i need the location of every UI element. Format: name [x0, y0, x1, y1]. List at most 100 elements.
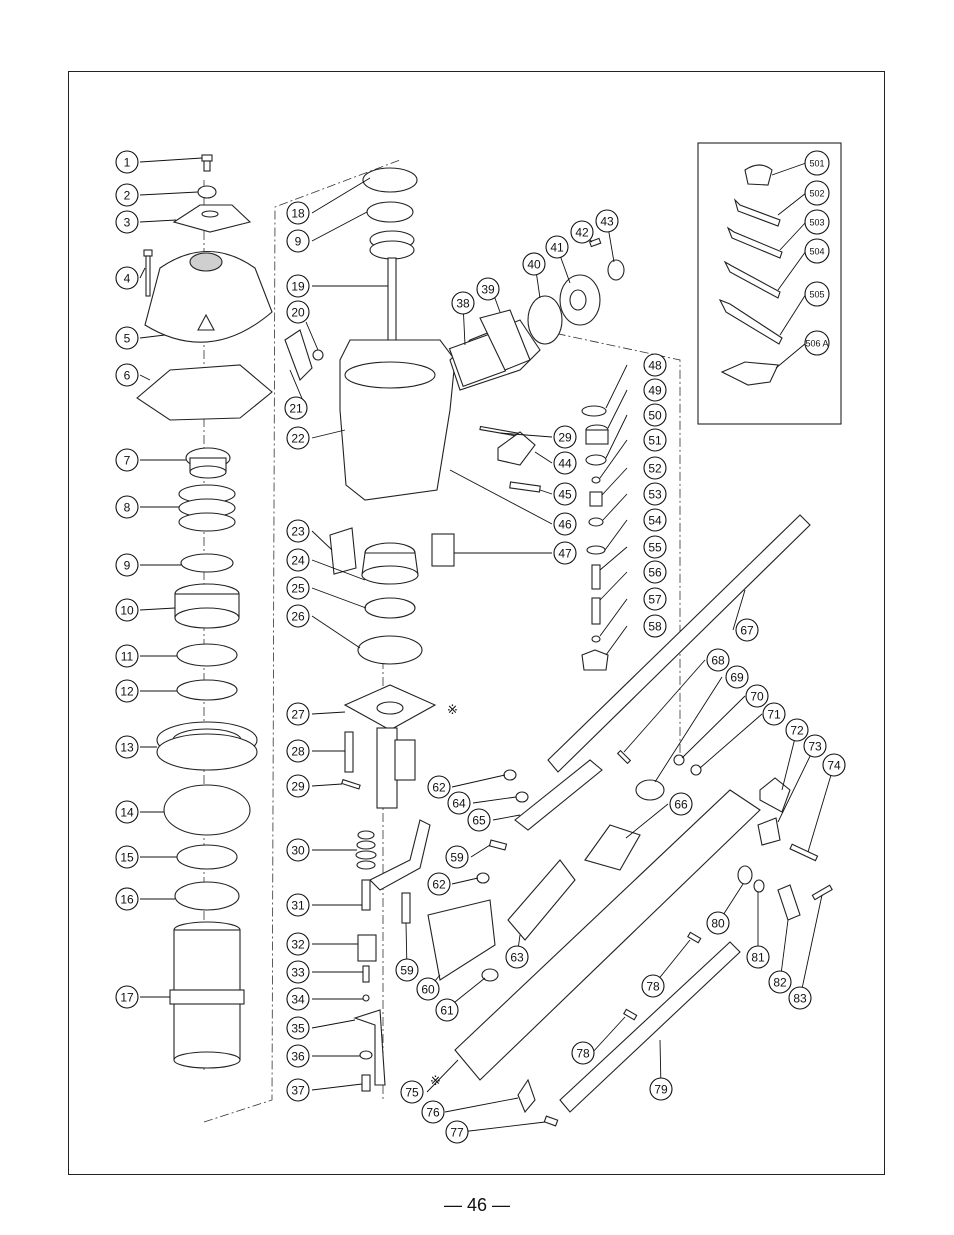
part-19-piston-driver	[369, 230, 415, 364]
callout-label: 11	[121, 650, 134, 664]
part-32-adjuster	[357, 934, 377, 962]
callout-label: 504	[809, 247, 824, 257]
assembly-line-left	[203, 159, 401, 1123]
callout-12: 12	[115, 679, 139, 703]
callout-19: 19	[286, 274, 310, 298]
part-11-o-ring	[176, 643, 238, 667]
callout-46: 46	[553, 512, 577, 536]
callout-label: 16	[120, 893, 134, 907]
callout-24: 24	[286, 548, 310, 572]
callout-36: 36	[286, 1044, 310, 1068]
assembly-line-right	[539, 329, 681, 760]
callout-503: 503	[804, 209, 830, 235]
part-24-bumper	[361, 542, 419, 585]
part-71-nut	[690, 764, 702, 776]
callout-label: 72	[790, 724, 804, 738]
callout-label: 30	[291, 844, 305, 858]
part-82-latch	[777, 884, 801, 921]
part-27-nose	[343, 684, 437, 809]
callout-label: 13	[120, 741, 134, 755]
part-4-bolt	[143, 249, 153, 297]
callout-40: 40	[522, 252, 546, 276]
part-34-ball	[362, 994, 370, 1002]
callout-73: 73	[803, 734, 827, 758]
callout-505: 505	[804, 281, 830, 307]
callout-label: 33	[291, 966, 305, 980]
part-5-top-cover	[144, 251, 273, 343]
part-76-bracket	[517, 1078, 536, 1114]
callout-label: 29	[291, 780, 305, 794]
callout-14: 14	[115, 800, 139, 824]
callout-label: 38	[456, 297, 470, 311]
callout-502: 502	[804, 180, 830, 206]
callout-21: 21	[284, 396, 308, 420]
callout-62a: 62	[427, 775, 451, 799]
part-54-o-ring	[586, 545, 606, 555]
callout-label: 26	[291, 610, 305, 624]
part-41-end-cap	[559, 274, 601, 326]
callout-22: 22	[286, 426, 310, 450]
callout-label: 36	[291, 1050, 305, 1064]
callout-label: 37	[291, 1084, 305, 1098]
callout-label: 78	[646, 980, 660, 994]
callout-label: 54	[648, 514, 662, 528]
callout-74: 74	[822, 753, 846, 777]
callout-10: 10	[115, 598, 139, 622]
callout-label: 61	[440, 1004, 454, 1018]
part-70-nut	[673, 754, 685, 766]
callout-72: 72	[785, 718, 809, 742]
callout-58: 58	[643, 614, 667, 638]
callout-label: 83	[793, 992, 807, 1006]
part-79-cover	[559, 941, 741, 1113]
callout-label: 62	[432, 878, 446, 892]
callout-41: 41	[545, 235, 569, 259]
callout-label: 44	[558, 457, 572, 471]
part-9-o-ring	[180, 553, 234, 573]
callout-29a: 29	[286, 774, 310, 798]
callout-label: 28	[291, 745, 305, 759]
callout-label: 5	[124, 332, 131, 346]
part-59-bolt-b	[401, 892, 411, 924]
callout-label: 53	[648, 488, 662, 502]
callout-27: 27	[286, 702, 310, 726]
callout-label: 68	[711, 654, 725, 668]
callout-9b: 9	[286, 229, 310, 253]
callout-1: 1	[115, 150, 139, 174]
part-61-spacer	[481, 968, 499, 982]
part-25-washer	[364, 597, 416, 619]
callout-15: 15	[115, 845, 139, 869]
callout-68: 68	[706, 648, 730, 672]
note-mark: ※	[447, 702, 458, 717]
callout-label: 7	[124, 454, 131, 468]
callout-label: 75	[405, 1086, 419, 1100]
callout-6: 6	[115, 363, 139, 387]
part-39-handle-cap	[479, 309, 531, 371]
part-78-screw-b	[623, 1008, 638, 1021]
callout-label: 80	[711, 917, 725, 931]
part-62-nut-b	[476, 872, 490, 884]
callout-label: 70	[750, 690, 764, 704]
callout-69: 69	[725, 665, 749, 689]
callout-53: 53	[643, 482, 667, 506]
callout-label: 42	[575, 226, 589, 240]
part-501-cap	[744, 164, 773, 186]
callout-label: 3	[124, 216, 131, 230]
callout-label: 503	[809, 218, 824, 228]
callout-label: 56	[648, 566, 662, 580]
callout-57: 57	[643, 587, 667, 611]
callout-17: 17	[115, 985, 139, 1009]
part-504-hex-key	[723, 260, 781, 299]
callout-63: 63	[505, 945, 529, 969]
part-21-label	[284, 329, 313, 381]
callout-52: 52	[643, 456, 667, 480]
callout-label: 66	[674, 798, 688, 812]
part-17-cylinder	[169, 921, 245, 1069]
callout-28: 28	[286, 739, 310, 763]
part-51-ring	[591, 476, 601, 484]
part-81-roller	[753, 879, 765, 893]
callout-16: 16	[115, 887, 139, 911]
callout-75: 75	[400, 1080, 424, 1104]
part-60-bracket	[427, 899, 496, 981]
callout-label: 22	[291, 432, 305, 446]
part-62-nut-a	[503, 769, 517, 781]
